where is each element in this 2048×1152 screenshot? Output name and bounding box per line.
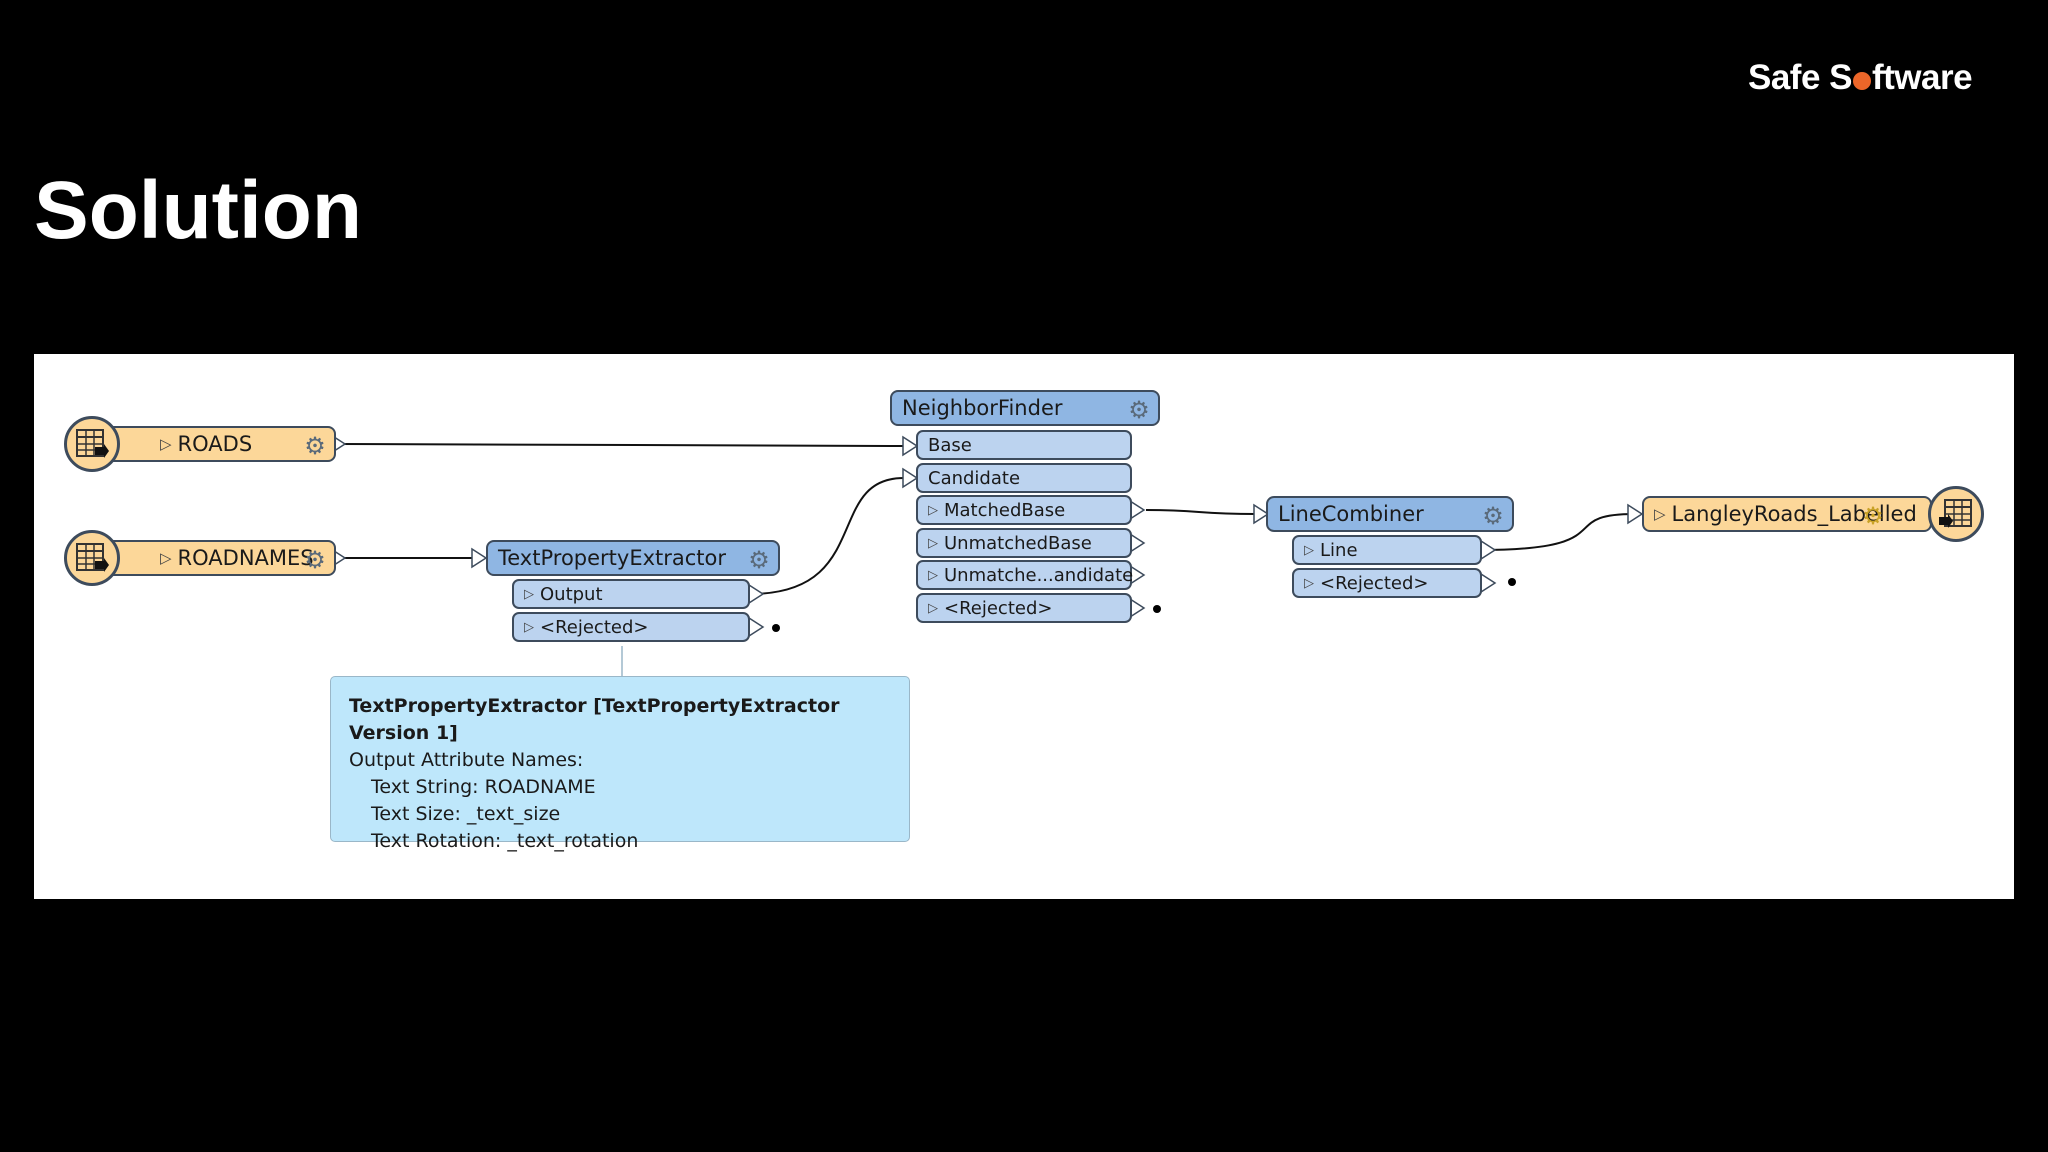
reader-roads-label: ROADS <box>177 432 253 456</box>
wire-roads-to-base <box>337 443 905 447</box>
tooltip-title: TextPropertyExtractor [TextPropertyExtra… <box>349 695 840 744</box>
port-rejected[interactable]: ▷ <Rejected> <box>1292 568 1482 598</box>
expand-triangle-icon[interactable]: ▷ <box>1304 575 1314 591</box>
writer-label: LangleyRoads_Labelled <box>1671 502 1917 526</box>
expand-triangle-icon[interactable]: ▷ <box>928 600 938 616</box>
wire-output-to-candidate <box>749 477 905 595</box>
in-port-candidate <box>902 467 919 489</box>
writer-langley-roads-labelled[interactable]: ▷ LangleyRoads_Labelled ⚙ <box>1642 496 1932 532</box>
reader-roadnames[interactable]: ▷ ROADNAMES ⚙ <box>96 540 336 576</box>
table-icon <box>1928 486 1984 542</box>
terminator-lc-rejected <box>1508 578 1516 586</box>
port-rejected[interactable]: ▷ <Rejected> <box>916 593 1132 623</box>
transformer-line-combiner[interactable]: LineCombiner ⚙ <box>1266 496 1514 532</box>
transformer-text-property-extractor[interactable]: TextPropertyExtractor ⚙ <box>486 540 780 576</box>
out-port-extractor-rejected <box>748 616 765 638</box>
logo-dot-icon <box>1853 72 1871 90</box>
transformer-neighbor-finder[interactable]: NeighborFinder ⚙ <box>890 390 1160 426</box>
tooltip-line: Text String: ROADNAME <box>371 776 596 798</box>
gear-icon[interactable]: ⚙ <box>1128 396 1150 424</box>
tooltip-line: Text Size: _text_size <box>371 803 561 825</box>
in-port-writer <box>1627 503 1644 525</box>
gear-icon[interactable]: ⚙ <box>304 432 326 460</box>
in-port-base <box>902 435 919 457</box>
terminator-nf-rejected <box>1153 605 1161 613</box>
workspace-canvas[interactable]: ▷ ROADS ⚙ ▷ ROADNAMES ⚙ Te <box>34 354 2014 899</box>
transformer-label: LineCombiner <box>1278 502 1424 526</box>
table-icon <box>64 416 120 472</box>
out-port-nf-rejected <box>1129 597 1146 619</box>
out-port-lc-rejected <box>1480 572 1497 594</box>
table-icon <box>64 530 120 586</box>
reader-roads[interactable]: ▷ ROADS ⚙ <box>96 426 336 462</box>
expand-triangle-icon[interactable]: ▷ <box>1654 505 1666 523</box>
expand-triangle-icon[interactable]: ▷ <box>524 586 534 602</box>
port-line[interactable]: ▷ Line <box>1292 535 1482 565</box>
gear-icon[interactable]: ⚙ <box>748 546 770 574</box>
gear-icon[interactable]: ⚙ <box>1862 502 1884 530</box>
expand-triangle-icon[interactable]: ▷ <box>928 502 938 518</box>
transformer-label: TextPropertyExtractor <box>498 546 727 570</box>
expand-triangle-icon[interactable]: ▷ <box>928 567 938 583</box>
port-rejected[interactable]: ▷ <Rejected> <box>512 612 750 642</box>
gear-icon[interactable]: ⚙ <box>1482 502 1504 530</box>
transformer-tooltip: TextPropertyExtractor [TextPropertyExtra… <box>330 676 910 852</box>
out-port-extractor-output <box>748 583 765 605</box>
port-unmatched-candidate[interactable]: ▷ Unmatche...andidate <box>916 560 1133 590</box>
port-matched-base[interactable]: ▷ MatchedBase <box>916 495 1132 525</box>
port-unmatched-base[interactable]: ▷ UnmatchedBase <box>916 528 1132 558</box>
reader-roadnames-label: ROADNAMES <box>177 546 314 570</box>
tooltip-line: Text Rotation: _text_rotation <box>371 830 639 852</box>
expand-triangle-icon[interactable]: ▷ <box>928 535 938 551</box>
transformer-label: NeighborFinder <box>902 396 1063 420</box>
expand-triangle-icon[interactable]: ▷ <box>160 435 172 453</box>
port-base[interactable]: Base <box>916 430 1132 460</box>
expand-triangle-icon[interactable]: ▷ <box>524 619 534 635</box>
expand-triangle-icon[interactable]: ▷ <box>160 549 172 567</box>
gear-icon[interactable]: ⚙ <box>304 546 326 574</box>
wire-matchedbase-to-linecombiner <box>1145 509 1257 515</box>
expand-triangle-icon[interactable]: ▷ <box>1304 542 1314 558</box>
out-port-line <box>1480 539 1497 561</box>
tooltip-line: Output Attribute Names: <box>349 749 584 771</box>
slide-title: Solution <box>34 165 362 256</box>
terminator-extractor-rejected <box>772 624 780 632</box>
out-port-unmatchedbase <box>1129 532 1146 554</box>
out-port-matchedbase <box>1129 499 1146 521</box>
port-output[interactable]: ▷ Output <box>512 579 750 609</box>
port-candidate[interactable]: Candidate <box>916 463 1132 493</box>
in-port-extractor <box>471 547 488 569</box>
